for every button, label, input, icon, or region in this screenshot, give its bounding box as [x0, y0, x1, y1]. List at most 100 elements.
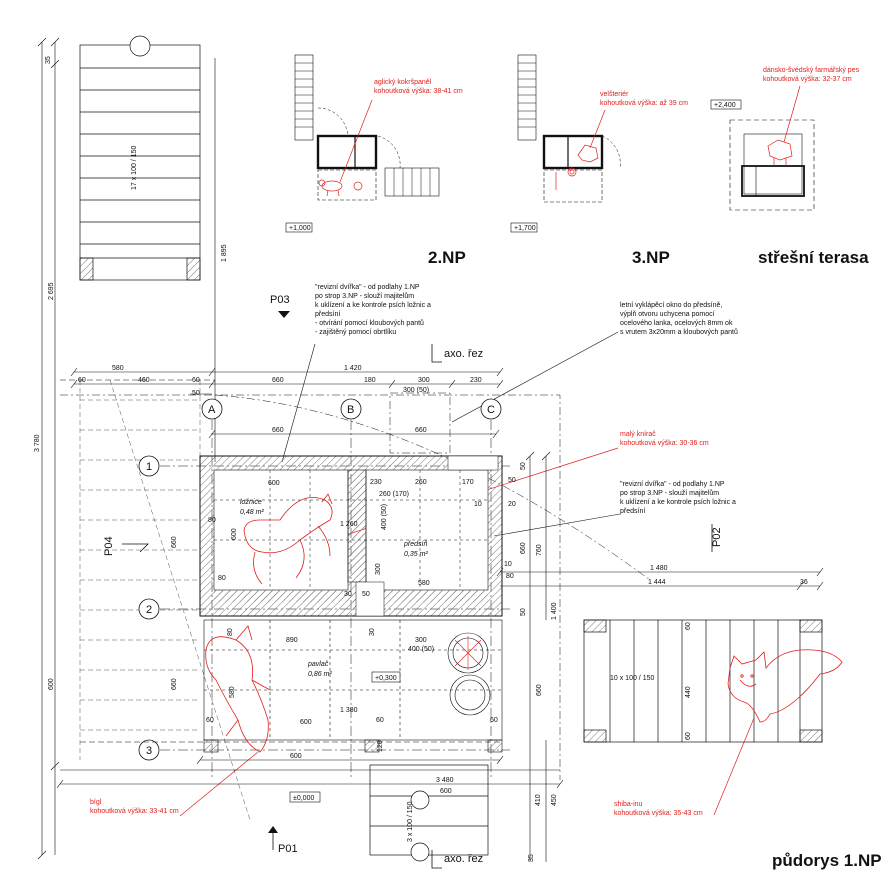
stair-ghost: [79, 379, 251, 821]
dim-660-left-v: 660: [171, 536, 178, 548]
stair-label-17: 17 x 100 / 150: [131, 146, 138, 190]
danish-label: dánsko-švédský farmářský pes: [763, 67, 860, 74]
dim-660-left-v2: 660: [171, 678, 178, 690]
section-axo-bottom: axo. řez: [444, 853, 483, 865]
note-summer-window: letní vyklápěcí okno do předsíně, výplň …: [620, 302, 738, 336]
cocker-label: aglický kokršpaněl: [374, 79, 432, 86]
dim-60-pav-c: 60: [490, 717, 498, 724]
dim-50-d: 50: [520, 608, 527, 616]
dim-640: 660: [536, 684, 543, 696]
pinscher-dog-sketch: [243, 493, 333, 585]
dim-440: 440: [685, 686, 692, 698]
right-stair: [583, 619, 823, 743]
dim-230-room: 230: [370, 479, 382, 486]
level-3np: +1,700: [514, 225, 536, 232]
dim-600-left: 600: [48, 678, 55, 690]
dim-260-room: 260: [415, 479, 427, 486]
note-inspection-door-1: "revizní dvířka" - od podlahy 1.NP po st…: [315, 284, 433, 336]
axis-B: B: [347, 404, 354, 416]
section-axo-bottom-arrow: [431, 850, 442, 869]
shiba-label: shiba-inu: [614, 801, 643, 808]
dim-35-bottom: 35: [528, 854, 535, 862]
beagle-dog-sketch: [205, 625, 271, 753]
dim-660-v-room: 660: [520, 542, 527, 554]
cocker-dog-sketch: [318, 99, 373, 197]
room-predsin: předsíň: [403, 541, 427, 548]
dim-890: 890: [286, 637, 298, 644]
dim-10-a: 10: [474, 501, 482, 508]
plan-3np: [510, 54, 621, 233]
section-axo-top: axo. řez: [444, 348, 483, 360]
note-inspection-door-2: "revizní dvířka" - od podlahy 1.NP po st…: [620, 481, 738, 515]
dim-1260: 1 260: [340, 521, 358, 528]
dim-10-b: 10: [504, 561, 512, 568]
dim-170-room: 170: [462, 479, 474, 486]
section-p01-arrow: [268, 826, 278, 833]
level-pavlac-box: [371, 671, 401, 683]
dim-60-pav-a: 60: [206, 717, 214, 724]
dim-580-pav: 580: [229, 686, 236, 698]
overhang-outline: [60, 392, 651, 780]
dim-50-b: 50: [362, 591, 370, 598]
dim-3780: 3 780: [34, 434, 41, 452]
section-axo-top-arrow: [431, 344, 442, 363]
dim-30-pav: 30: [369, 628, 376, 636]
dim-580-room: 580: [418, 580, 430, 587]
dim-60-st-b: 60: [685, 732, 692, 740]
dim-1400: 1 400: [551, 602, 558, 620]
dim-230-top: 230: [470, 377, 482, 384]
room-pavlac: pavlač: [307, 661, 329, 668]
dim-300-v: 300: [375, 563, 382, 575]
dim-260-170: 260 (170): [379, 491, 409, 498]
dim-600-stair: 600: [440, 788, 452, 795]
section-p03-arrow: [278, 311, 290, 318]
stair-label-3: 3 x 100 / 150: [407, 801, 414, 842]
house-walls: [199, 455, 503, 617]
dim-600-pav: 600: [300, 719, 312, 726]
section-p01: P01: [278, 843, 298, 855]
section-p04: P04: [103, 536, 115, 556]
dim-30-a: 30: [344, 591, 352, 598]
pinscher-height: kohoutková výška: 30-36 cm: [620, 440, 709, 447]
dim-60-b: 60: [192, 377, 200, 384]
dim-580: 580: [112, 365, 124, 372]
dim-410: 410: [535, 794, 542, 806]
dim-300-50-top: 300 (50): [403, 387, 429, 394]
dim-600-room: 600: [268, 480, 280, 487]
cocker-height: kohoutková výška: 38-41 cm: [374, 88, 463, 95]
section-p02: P02: [711, 527, 723, 547]
axis-A: A: [208, 404, 216, 416]
dim-80-pav: 80: [227, 628, 234, 636]
room-pavlac-area: 0,86 m²: [308, 671, 332, 678]
shiba-height: kohoutková výška: 35-43 cm: [614, 810, 703, 817]
axis-3: 3: [146, 745, 152, 757]
dim-600-bottom: 600: [290, 753, 302, 760]
dim-80-c: 80: [506, 573, 514, 580]
pinscher-label: malý knírač: [620, 431, 656, 438]
dim-60-a: 60: [78, 377, 86, 384]
welsh-dog-sketch: [555, 109, 606, 190]
shiba-dog-sketch: [727, 649, 843, 723]
dim-50-c: 50: [520, 462, 527, 470]
welsh-height: kohoutková výška: až 39 cm: [600, 100, 688, 107]
room-loznice-area: 0,48 m²: [240, 509, 264, 516]
dim-3480: 3 480: [436, 777, 454, 784]
danish-dog-sketch: [767, 85, 801, 166]
leader-shiba: [713, 717, 755, 816]
section-p03: P03: [270, 294, 290, 306]
dim-80-a: 80: [218, 575, 226, 582]
top-dimensions: [70, 367, 504, 439]
dim-450: 450: [551, 794, 558, 806]
dim-60-pav-b: 60: [376, 717, 384, 724]
dim-660-axis: 660: [272, 427, 284, 434]
dim-660-axis-c: 660: [415, 427, 427, 434]
dim-2695: 2 695: [48, 282, 55, 300]
joists: [214, 470, 488, 590]
title-roof: střešní terasa: [758, 248, 869, 267]
level-ground: ±0,000: [293, 795, 314, 802]
leader-note-2: [451, 331, 619, 423]
level-2np: +1,000: [289, 225, 311, 232]
axis-markers-top: [138, 398, 502, 761]
axis-1: 1: [146, 461, 152, 473]
